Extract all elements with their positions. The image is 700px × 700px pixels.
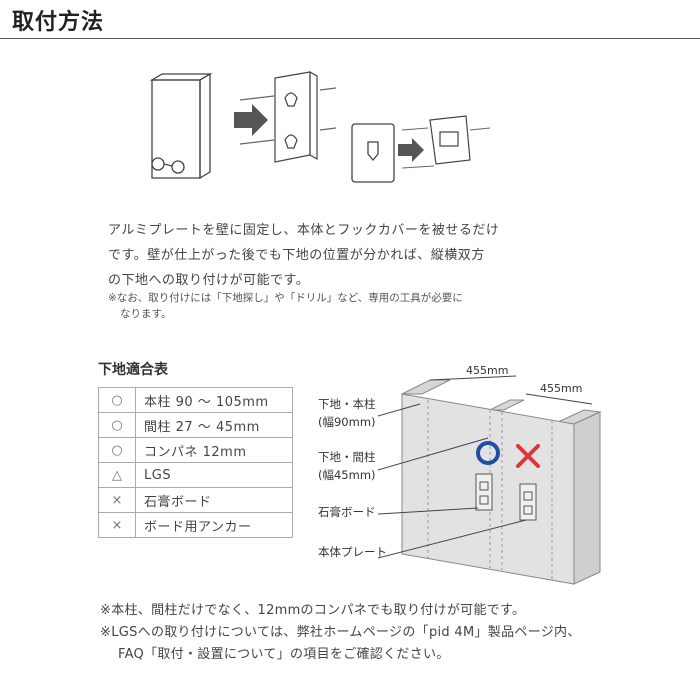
callout-text: 下地・間柱 xyxy=(318,450,376,464)
suitability-mark: ○ xyxy=(98,387,136,413)
substrate-label: ボード用アンカー xyxy=(135,512,293,538)
description: アルミプレートを壁に固定し、本体とフックカバーを被せるだけ です。壁が仕上がった… xyxy=(108,218,538,293)
callout-text: (幅90mm) xyxy=(318,415,376,429)
table-row: × ボード用アンカー xyxy=(98,512,293,538)
substrate-label: 間柱 27 ～ 45mm xyxy=(135,412,293,438)
table-row: △ LGS xyxy=(98,462,293,488)
callout-text: 下地・本柱 xyxy=(318,397,376,411)
suitability-mark: ○ xyxy=(98,412,136,438)
callout-board: 石膏ボード xyxy=(318,505,376,519)
suitability-mark: △ xyxy=(98,462,136,488)
substrate-label: LGS xyxy=(135,462,293,488)
dimension-label: 455mm xyxy=(540,382,582,395)
callout-stud: 下地・間柱 (幅45mm) xyxy=(318,448,376,484)
dimension-label: 455mm xyxy=(466,364,508,377)
footer-notes: ※本柱、間柱だけでなく、12mmのコンパネでも取り付けが可能です。 ※LGSへの… xyxy=(100,600,660,666)
callout-main-stud: 下地・本柱 (幅90mm) xyxy=(318,395,376,431)
description-line: です。壁が仕上がった後でも下地の位置が分かれば、縦横双方 xyxy=(108,248,485,263)
note-line: なります。 xyxy=(120,308,172,320)
suitability-table: ○ 本柱 90 ～ 105mm ○ 間柱 27 ～ 45mm ○ コンパネ 12… xyxy=(98,387,293,538)
substrate-label: 石膏ボード xyxy=(135,487,293,513)
note-line: ※なお、取り付けには「下地探し」や「ドリル」など、専用の工具が必要に xyxy=(108,292,463,304)
substrate-label: 本柱 90 ～ 105mm xyxy=(135,387,293,413)
suitability-mark: × xyxy=(98,512,136,538)
title-divider xyxy=(0,38,700,39)
installation-illustration xyxy=(149,70,491,183)
suitability-mark: × xyxy=(98,487,136,513)
substrate-label: コンパネ 12mm xyxy=(135,437,293,463)
table-row: × 石膏ボード xyxy=(98,487,293,513)
table-title: 下地適合表 xyxy=(98,362,168,378)
page-title: 取付方法 xyxy=(12,10,105,35)
footer-line: ※本柱、間柱だけでなく、12mmのコンパネでも取り付けが可能です。 xyxy=(100,603,526,618)
description-line: の下地への取り付けが可能です。 xyxy=(108,273,310,288)
table-row: ○ コンパネ 12mm xyxy=(98,437,293,463)
footer-line: ※LGSへの取り付けについては、弊社ホームページの「pid 4M」製品ページ内、 xyxy=(100,625,581,640)
table-row: ○ 本柱 90 ～ 105mm xyxy=(98,387,293,413)
ng-cross-icon xyxy=(516,444,540,468)
ok-circle-icon xyxy=(476,441,500,465)
description-line: アルミプレートを壁に固定し、本体とフックカバーを被せるだけ xyxy=(108,223,500,238)
table-row: ○ 間柱 27 ～ 45mm xyxy=(98,412,293,438)
suitability-mark: ○ xyxy=(98,437,136,463)
wall-diagram: 455mm 455mm xyxy=(377,364,602,585)
footer-line: FAQ「取付・設置について」の項目をご確認ください。 xyxy=(118,647,450,662)
callout-text: (幅45mm) xyxy=(318,468,376,482)
tool-note: ※なお、取り付けには「下地探し」や「ドリル」など、専用の工具が必要に なります。 xyxy=(108,290,538,322)
callout-plate: 本体プレート xyxy=(318,545,387,559)
